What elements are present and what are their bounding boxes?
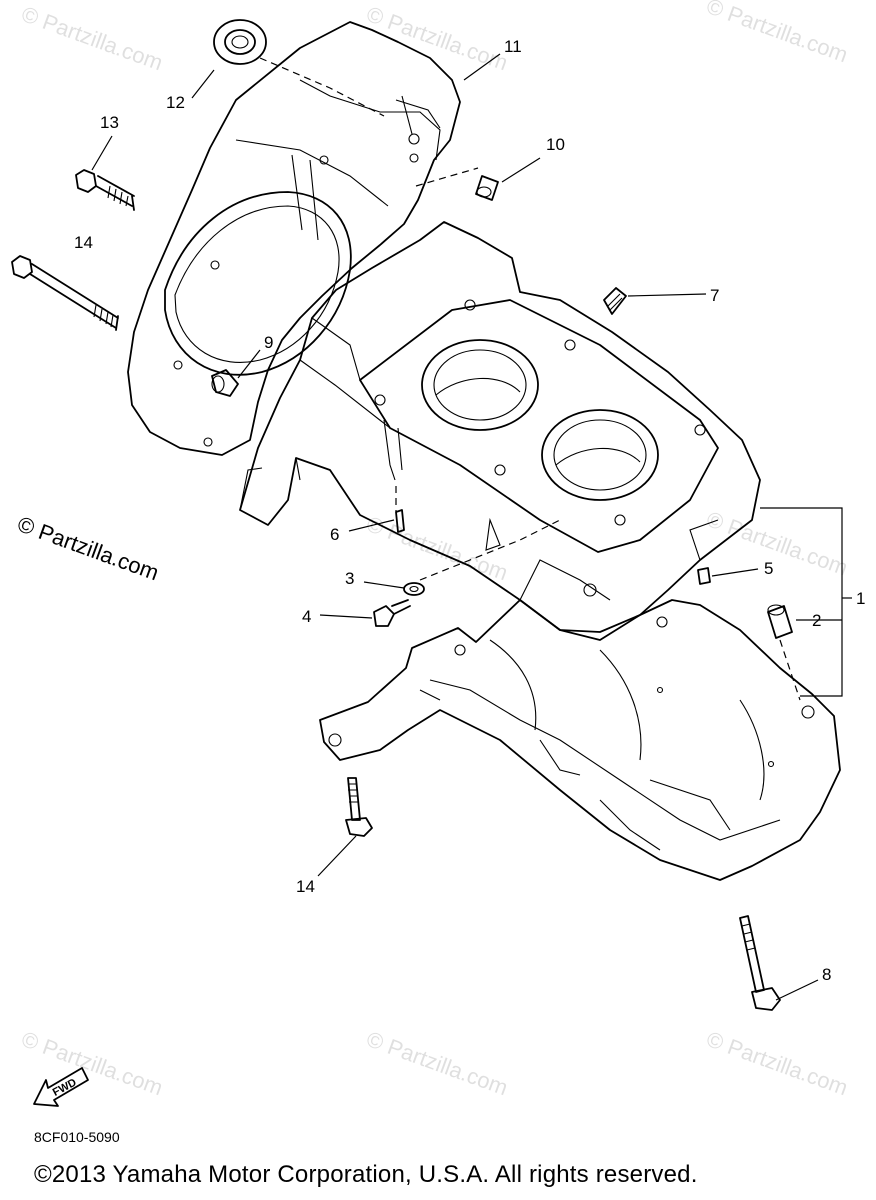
pin-5: [697, 567, 711, 585]
callout-1: 1: [856, 589, 865, 608]
callout-9: 9: [264, 333, 273, 352]
bolt-14-upper: [11, 255, 119, 331]
collar-9: [211, 369, 239, 397]
leader-lines: [91, 53, 852, 1001]
watermark: © Partzilla.com: [703, 0, 851, 67]
callout-7: 7: [710, 286, 719, 305]
bolt-13: [75, 169, 135, 211]
callout-8: 8: [822, 965, 831, 984]
callout-labels: 1 2 3 4 5 6 7 8 9 10 11 12 13 14 14: [74, 37, 865, 984]
assembly-line: [415, 167, 479, 187]
copyright-notice: ©2013 Yamaha Motor Corporation, U.S.A. A…: [34, 1161, 698, 1188]
diagram-code: 8CF010-5090: [34, 1129, 120, 1145]
pin-6: [395, 509, 405, 533]
callout-3: 3: [345, 569, 354, 588]
plug-2: [767, 604, 793, 639]
forward-arrow-icon: FWD: [33, 1067, 89, 1107]
callout-13: 13: [100, 113, 119, 132]
washer-3: [403, 582, 425, 596]
crankcase-cover: [127, 21, 461, 456]
callout-14-lower: 14: [296, 877, 315, 896]
callout-6: 6: [330, 525, 339, 544]
watermark: © Partzilla.com: [703, 506, 851, 580]
assembly-line: [779, 639, 801, 701]
callout-5: 5: [764, 559, 773, 578]
fwd-label: FWD: [51, 1076, 79, 1098]
crankcase-upper: [239, 221, 761, 633]
watermark: © Partzilla.com: [18, 1, 166, 75]
assembly-line: [419, 519, 561, 581]
bolt-4: [373, 599, 411, 627]
bolt-14-lower: [345, 777, 373, 837]
watermark-main: © Partzilla.com: [14, 511, 162, 585]
callout-11: 11: [504, 37, 522, 56]
dowel-pin-10: [475, 175, 499, 201]
callout-12: 12: [166, 93, 185, 112]
bolt-8: [739, 915, 781, 1011]
watermark: © Partzilla.com: [703, 1026, 851, 1100]
assembly-line: [259, 57, 385, 117]
callout-14-upper: 14: [74, 233, 93, 252]
watermark: © Partzilla.com: [363, 1026, 511, 1100]
stud-7: [603, 287, 627, 315]
callout-2: 2: [812, 611, 821, 630]
callout-10: 10: [546, 135, 565, 154]
callout-4: 4: [302, 607, 311, 626]
crankcase-lower: [319, 599, 841, 881]
oil-seal: [213, 19, 267, 65]
